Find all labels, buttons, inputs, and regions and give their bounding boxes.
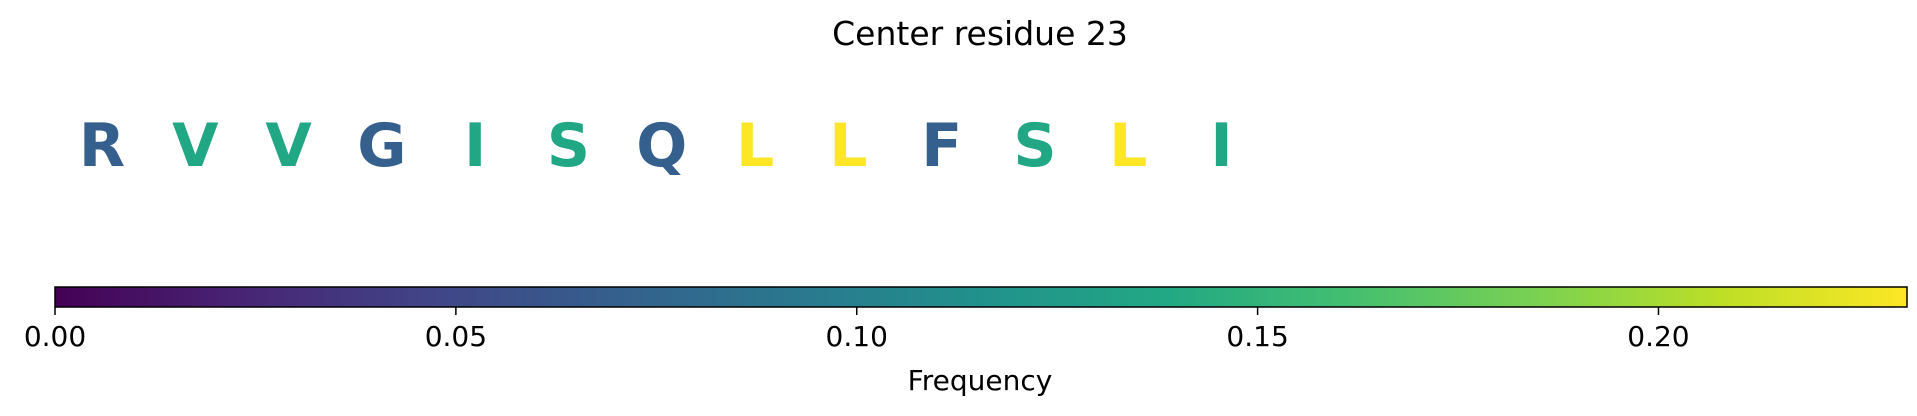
colorbar-gradient xyxy=(54,286,1908,308)
residue-1: R xyxy=(78,111,126,181)
colorbar-tick-label-1: 0.05 xyxy=(424,320,488,353)
colorbar-tick-label-4: 0.20 xyxy=(1627,320,1690,353)
colorbar-label: Frequency xyxy=(907,364,1053,397)
residue-8: L xyxy=(735,111,775,181)
colorbar-tick-label-3: 0.15 xyxy=(1226,320,1289,353)
chart-title: Center residue 23 xyxy=(832,14,1128,53)
colorbar xyxy=(54,286,1908,315)
residue-7: Q xyxy=(636,111,688,181)
residue-6: S xyxy=(546,111,591,181)
residue-11: S xyxy=(1013,111,1057,181)
residue-4: G xyxy=(357,111,407,181)
residue-9: L xyxy=(829,111,868,181)
residue-10: F xyxy=(921,111,963,181)
residue-5: I xyxy=(464,111,487,181)
colorbar-tick-label-2: 0.10 xyxy=(825,320,888,353)
colorbar-tick-label-0: 0.00 xyxy=(23,320,87,353)
residue-13: I xyxy=(1210,111,1233,181)
residue-12: L xyxy=(1109,111,1148,181)
colorbar-tick-marks xyxy=(54,307,1660,315)
residue-3: V xyxy=(265,111,312,181)
residue-2: V xyxy=(172,111,219,181)
